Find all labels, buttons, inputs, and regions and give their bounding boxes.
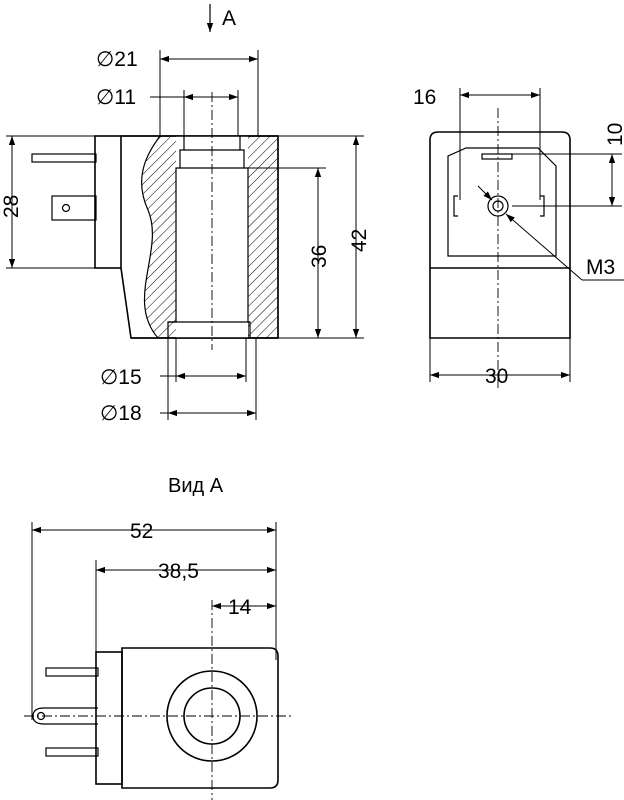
connector-plate-bottom bbox=[95, 651, 123, 785]
connector-plate bbox=[94, 135, 122, 269]
connector-pin bbox=[31, 153, 97, 163]
pin-top bbox=[45, 667, 99, 677]
socket-outline bbox=[447, 147, 557, 257]
dim-label-body-length: 38,5 bbox=[158, 560, 199, 583]
side-body-outline bbox=[429, 131, 571, 339]
bottom-view: Вид А 52 38,5 14 bbox=[24, 475, 292, 800]
dim-label-bore-length: 36 bbox=[308, 245, 331, 268]
front-view: ∅21 ∅11 28 36 42 ∅15 ∅18 bbox=[0, 48, 371, 425]
dim-label-connector-height: 28 bbox=[0, 195, 23, 218]
dim-label-body-height: 42 bbox=[348, 229, 371, 252]
dim-label-bore-outer: ∅21 bbox=[96, 48, 138, 71]
socket-latch-left bbox=[453, 195, 458, 217]
view-title: Вид А bbox=[168, 475, 224, 497]
dim-label-thread: М3 bbox=[586, 256, 615, 279]
pin-bottom bbox=[45, 747, 99, 757]
dim-label-bottom-inner: ∅15 bbox=[100, 366, 142, 389]
bottom-body-outline bbox=[121, 647, 279, 789]
connector-tab-hole bbox=[61, 203, 71, 213]
dim-label-axis-offset: 14 bbox=[228, 596, 252, 619]
section-marker: A bbox=[206, 4, 236, 32]
connector-tab bbox=[51, 195, 97, 221]
dim-label-body-width: 30 bbox=[485, 365, 508, 388]
side-view: 16 10 М3 30 bbox=[413, 86, 624, 390]
section-hatch-left bbox=[141, 135, 181, 339]
dim-label-bottom-outer: ∅18 bbox=[100, 402, 142, 425]
dim-label-overall-length: 52 bbox=[130, 520, 153, 543]
dim-label-bore-inner: ∅11 bbox=[96, 86, 136, 109]
thread-leader bbox=[505, 213, 583, 281]
dim-label-socket-offset: 10 bbox=[604, 123, 624, 146]
coil-outer-circle bbox=[166, 670, 258, 762]
socket-key bbox=[481, 153, 513, 160]
dim-label-socket-width: 16 bbox=[413, 86, 436, 109]
section-marker-label: A bbox=[222, 7, 236, 30]
